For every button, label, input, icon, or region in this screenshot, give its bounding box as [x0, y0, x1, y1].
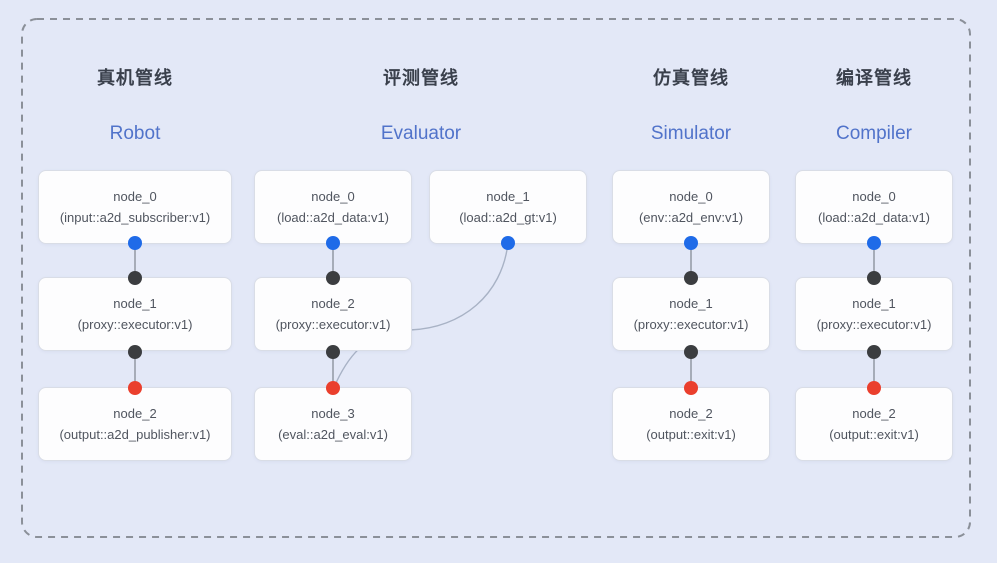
node-type: (input::a2d_subscriber:v1)	[59, 210, 211, 225]
node-evaluator-1: node_1 (load::a2d_gt:v1)	[429, 170, 587, 244]
pipeline-title-zh-simulator: 仿真管线	[653, 68, 729, 88]
port-dot-black	[867, 271, 881, 285]
node-compiler-2: node_2 (output::exit:v1)	[795, 387, 953, 461]
port-dot-blue	[867, 236, 881, 250]
node-name: node_2	[311, 296, 355, 311]
node-name: node_0	[311, 189, 355, 204]
port-dot-black	[128, 345, 142, 359]
port-dot-black	[326, 271, 340, 285]
port-dot-red	[326, 381, 340, 395]
node-type: (load::a2d_gt:v1)	[459, 210, 557, 225]
pipeline-title-en-simulator: Simulator	[650, 123, 732, 144]
node-simulator-1: node_1 (proxy::executor:v1)	[612, 277, 770, 351]
node-type: (proxy::executor:v1)	[633, 317, 749, 332]
node-type: (proxy::executor:v1)	[275, 317, 391, 332]
node-name: node_1	[113, 296, 157, 311]
node-name: node_1	[486, 189, 530, 204]
port-dot-black	[326, 345, 340, 359]
port-dot-black	[128, 271, 142, 285]
port-dot-blue	[684, 236, 698, 250]
dashed-frame	[21, 18, 971, 538]
node-type: (load::a2d_data:v1)	[817, 210, 931, 225]
pipeline-title-zh-compiler: 编译管线	[836, 68, 912, 88]
port-dot-blue	[501, 236, 515, 250]
node-type: (env::a2d_env:v1)	[638, 210, 744, 225]
node-evaluator-0: node_0 (load::a2d_data:v1)	[254, 170, 412, 244]
pipeline-title-en-evaluator: Evaluator	[380, 123, 462, 144]
port-dot-blue	[128, 236, 142, 250]
node-simulator-2: node_2 (output::exit:v1)	[612, 387, 770, 461]
port-dot-red	[867, 381, 881, 395]
node-evaluator-3: node_3 (eval::a2d_eval:v1)	[254, 387, 412, 461]
node-compiler-1: node_1 (proxy::executor:v1)	[795, 277, 953, 351]
port-dot-red	[128, 381, 142, 395]
node-evaluator-2: node_2 (proxy::executor:v1)	[254, 277, 412, 351]
node-name: node_1	[852, 296, 896, 311]
port-dot-black	[684, 345, 698, 359]
node-type: (output::a2d_publisher:v1)	[59, 427, 211, 442]
node-robot-2: node_2 (output::a2d_publisher:v1)	[38, 387, 232, 461]
node-name: node_2	[852, 406, 896, 421]
port-dot-blue	[326, 236, 340, 250]
pipeline-title-zh-evaluator: 评测管线	[383, 68, 459, 88]
node-type: (proxy::executor:v1)	[77, 317, 193, 332]
node-name: node_1	[669, 296, 713, 311]
node-type: (output::exit:v1)	[829, 427, 919, 442]
pipeline-title-en-compiler: Compiler	[835, 123, 913, 144]
node-type: (eval::a2d_eval:v1)	[278, 427, 388, 442]
node-name: node_0	[113, 189, 157, 204]
pipeline-title-zh-robot: 真机管线	[97, 68, 173, 88]
pipeline-title-en-robot: Robot	[109, 123, 161, 144]
node-name: node_0	[852, 189, 896, 204]
node-name: node_0	[669, 189, 713, 204]
node-robot-0: node_0 (input::a2d_subscriber:v1)	[38, 170, 232, 244]
node-name: node_3	[311, 406, 355, 421]
node-type: (output::exit:v1)	[646, 427, 736, 442]
node-name: node_2	[113, 406, 157, 421]
port-dot-black	[867, 345, 881, 359]
node-simulator-0: node_0 (env::a2d_env:v1)	[612, 170, 770, 244]
node-name: node_2	[669, 406, 713, 421]
node-type: (load::a2d_data:v1)	[276, 210, 390, 225]
port-dot-red	[684, 381, 698, 395]
node-robot-1: node_1 (proxy::executor:v1)	[38, 277, 232, 351]
node-type: (proxy::executor:v1)	[816, 317, 932, 332]
node-compiler-0: node_0 (load::a2d_data:v1)	[795, 170, 953, 244]
port-dot-black	[684, 271, 698, 285]
